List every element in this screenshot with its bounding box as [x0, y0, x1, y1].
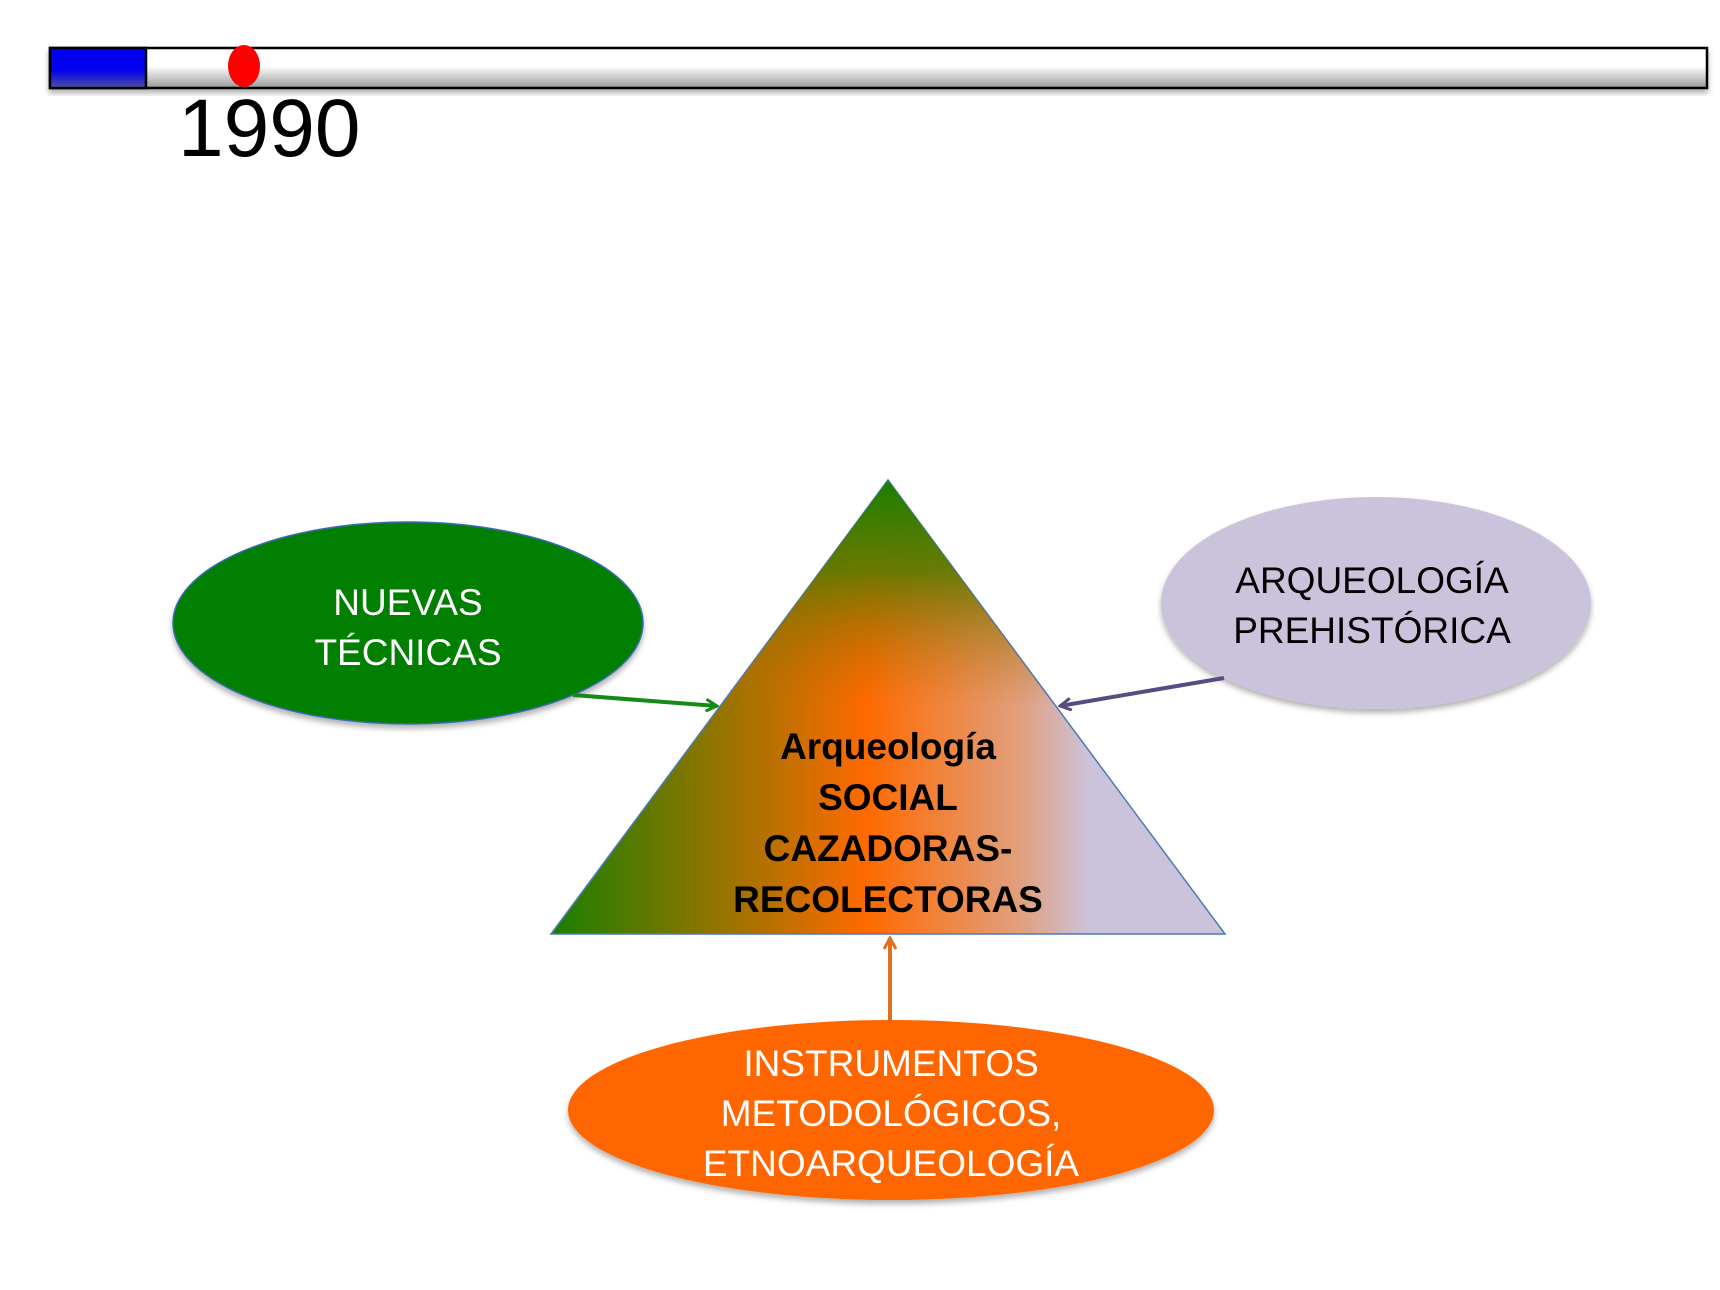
center-line-3: CAZADORAS-	[763, 828, 1013, 869]
node-bottom-ellipse	[568, 1020, 1214, 1200]
center-line-4: RECOLECTORAS	[733, 879, 1043, 921]
node-left-line-2: TÉCNICAS	[314, 632, 502, 673]
center-label: Arqueología SOCIAL CAZADORAS- RECOLECTOR…	[733, 721, 1043, 925]
arrow-left-to-center	[572, 693, 717, 706]
center-line-1: Arqueología	[780, 725, 996, 767]
node-right-line-1: ARQUEOLOGÍA	[1235, 560, 1509, 602]
timeline-marker[interactable]	[228, 45, 260, 87]
center-line-2: SOCIAL	[818, 776, 958, 818]
node-right-label: ARQUEOLOGÍA PREHISTÓRICA	[1233, 556, 1511, 656]
node-left-ellipse	[172, 521, 644, 725]
timeline-bar	[48, 46, 1709, 90]
node-right-line-2: PREHISTÓRICA	[1233, 610, 1511, 651]
node-left-label: NUEVAS TÉCNICAS	[314, 578, 501, 678]
timeline-year-label: 1990	[178, 83, 361, 174]
node-bottom-label: INSTRUMENTOS METODOLÓGICOS, ETNOARQUEOLO…	[703, 1039, 1079, 1189]
node-right-ellipse	[1161, 497, 1591, 709]
node-left-line-1: NUEVAS	[333, 582, 483, 624]
node-bottom-line-2: METODOLÓGICOS,	[720, 1093, 1062, 1135]
node-bottom-line-1: INSTRUMENTOS	[743, 1043, 1039, 1085]
node-bottom-line-3: ETNOARQUEOLOGÍA	[702, 1142, 1080, 1184]
arrow-right-to-center	[1060, 676, 1225, 706]
timeline-progress-fill	[48, 46, 148, 90]
